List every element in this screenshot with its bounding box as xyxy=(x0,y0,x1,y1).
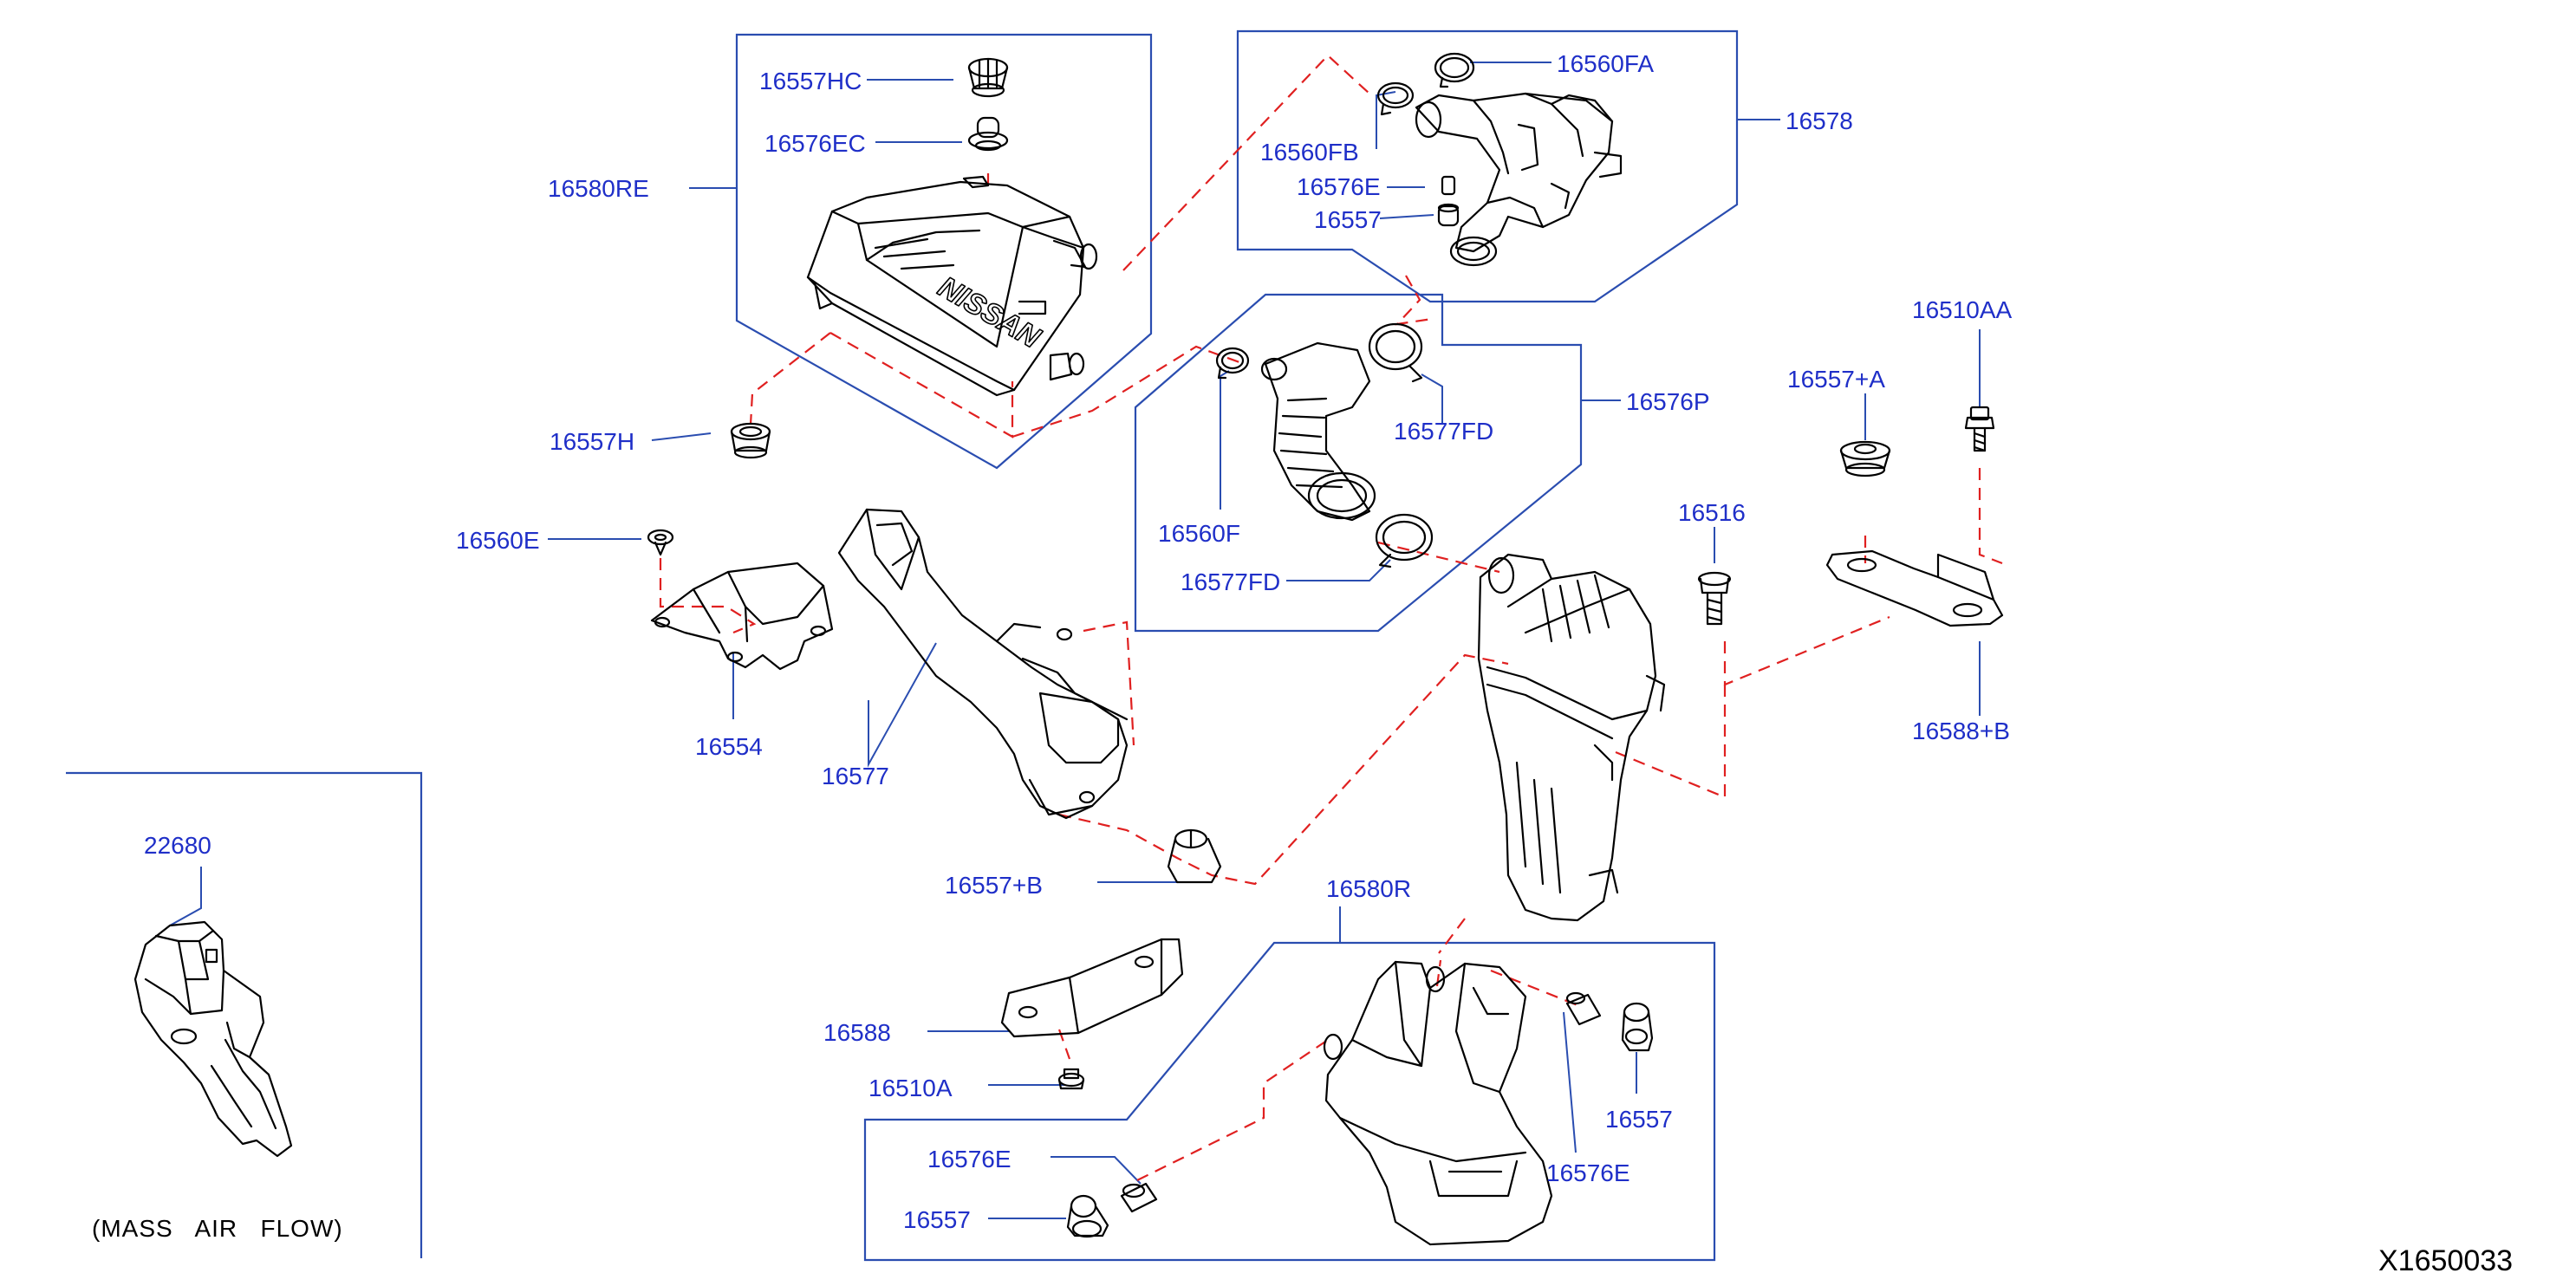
label-16576P[interactable]: 16576P xyxy=(1626,388,1710,415)
air-duct-16577-icon xyxy=(837,508,1129,820)
clamp-16560FA-icon xyxy=(1434,52,1475,88)
label-16560F[interactable]: 16560F xyxy=(1158,520,1240,547)
box-air-hose-assy xyxy=(1134,293,1583,633)
box-upper-air-cleaner-cover xyxy=(735,33,1153,470)
clamp-16560F-icon xyxy=(1215,347,1250,380)
bolt-16510AA-icon xyxy=(1964,406,1995,452)
label-16577FD-upper[interactable]: 16577FD xyxy=(1394,418,1494,445)
air-cleaner-cover-16580RE-icon: NISSAN xyxy=(806,175,1098,397)
label-16557-top[interactable]: 16557 xyxy=(1314,206,1382,233)
grommet-16576EC-icon xyxy=(967,116,1009,152)
clip-16560E-icon xyxy=(647,529,674,556)
label-16576E-top[interactable]: 16576E xyxy=(1297,173,1381,200)
label-16557-mid[interactable]: 16557 xyxy=(1605,1106,1673,1133)
air-duct-16578-icon xyxy=(1415,92,1623,267)
cover-16554-icon xyxy=(650,562,834,671)
diagram-id: X1650033 xyxy=(2378,1244,2514,1277)
spacer-16576E-bottom-icon xyxy=(1120,1182,1158,1213)
air-hose-16576P-icon xyxy=(1260,341,1376,522)
bracket-16588B-icon xyxy=(1825,549,2004,627)
label-22680[interactable]: 22680 xyxy=(144,832,211,859)
grommet-16557H-icon xyxy=(730,422,771,459)
air-cleaner-case-16580R-upper-icon xyxy=(1477,553,1666,922)
label-16576EC[interactable]: 16576EC xyxy=(764,130,866,157)
leader-lines xyxy=(169,62,1981,1219)
mass-air-flow-note: (MASS AIR FLOW) xyxy=(92,1215,343,1242)
label-16576E-bottom[interactable]: 16576E xyxy=(1546,1159,1630,1186)
label-16580R[interactable]: 16580R xyxy=(1326,875,1412,902)
label-16560E[interactable]: 16560E xyxy=(456,527,540,554)
mass-air-flow-sensor-22680-icon xyxy=(133,920,293,1158)
assembly-dash-lines xyxy=(659,54,2003,1181)
grommet-16557A-icon xyxy=(1839,440,1891,477)
label-16510AA[interactable]: 16510AA xyxy=(1912,296,2013,323)
box-air-duct-assy xyxy=(1236,29,1739,303)
label-16560FA[interactable]: 16560FA xyxy=(1557,50,1655,77)
air-cleaner-case-16580R-lower-icon xyxy=(1323,960,1553,1246)
bracket-16588-icon xyxy=(1000,938,1184,1038)
grommet-16557B-icon xyxy=(1167,828,1222,884)
box-mass-air-flow-sensor xyxy=(66,771,423,1258)
spacer-16576E-mid-icon xyxy=(1565,991,1602,1026)
label-16588B[interactable]: 16588+B xyxy=(1912,718,2010,744)
label-16510A[interactable]: 16510A xyxy=(868,1075,953,1101)
label-16577FD-lower[interactable]: 16577FD xyxy=(1181,568,1281,595)
clamp-16560FB-icon xyxy=(1376,81,1415,116)
bolt-16516-icon xyxy=(1697,571,1732,626)
label-16560FB[interactable]: 16560FB xyxy=(1260,139,1359,166)
part-drawings: NISSAN xyxy=(133,52,2004,1246)
box-lower-air-cleaner-case xyxy=(863,941,1716,1262)
grommet-16557-bottom-icon xyxy=(1066,1194,1109,1238)
label-16576E-mid[interactable]: 16576E xyxy=(927,1146,1012,1172)
section-outlines xyxy=(66,29,1739,1262)
label-16554[interactable]: 16554 xyxy=(695,733,763,760)
label-16516[interactable]: 16516 xyxy=(1678,499,1746,526)
label-16557HC[interactable]: 16557HC xyxy=(759,68,862,94)
label-16580RE[interactable]: 16580RE xyxy=(548,175,649,202)
clip-16557HC-icon xyxy=(967,57,1009,98)
spacer-16576E-icon xyxy=(1441,175,1456,196)
grommet-16557-top-icon xyxy=(1437,203,1460,227)
clamp-16577FD-lower-icon xyxy=(1375,513,1434,568)
bolt-16510A-icon xyxy=(1057,1068,1085,1090)
label-16588[interactable]: 16588 xyxy=(823,1019,891,1046)
label-16557-bottom[interactable]: 16557 xyxy=(903,1206,971,1233)
label-16577[interactable]: 16577 xyxy=(822,763,889,789)
clamp-16577FD-upper-icon xyxy=(1368,322,1423,383)
label-16557H[interactable]: 16557H xyxy=(550,428,635,455)
label-16578[interactable]: 16578 xyxy=(1786,107,1853,134)
label-16557B[interactable]: 16557+B xyxy=(945,872,1043,899)
grommet-16557-mid-icon xyxy=(1621,1002,1654,1052)
label-16557A[interactable]: 16557+A xyxy=(1787,366,1885,393)
